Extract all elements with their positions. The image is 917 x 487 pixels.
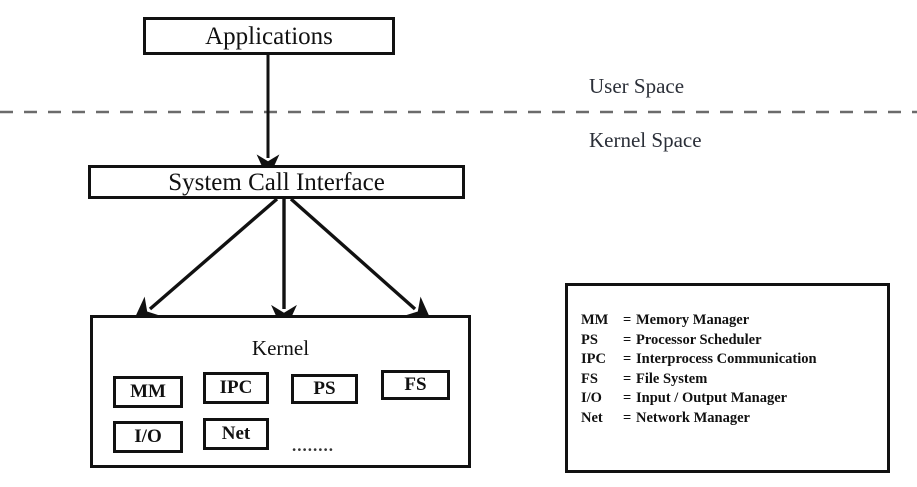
arrow-sci-to-kernel-right: [289, 197, 434, 326]
kernel-module-ipc: IPC: [203, 372, 269, 404]
kernel-module-label: PS: [313, 378, 336, 399]
legend-description: Network Manager: [636, 409, 750, 426]
legend-description: Memory Manager: [636, 312, 750, 328]
applications-box: Applications: [143, 17, 395, 55]
legend-equals-sign: =: [623, 390, 632, 406]
legend-abbreviation: Net: [581, 409, 603, 426]
kernel-module-label: Net: [221, 423, 251, 444]
legend-abbreviation: MM: [581, 312, 609, 328]
kernel-module-fs: FS: [381, 370, 450, 400]
kernel-module-mm: MM: [113, 376, 183, 408]
legend-abbreviation: IPC: [581, 351, 606, 367]
kernel-module-label: MM: [130, 381, 166, 402]
kernel-module-net: Net: [203, 418, 269, 450]
user-space-label: User Space: [589, 74, 685, 98]
legend-abbreviation: PS: [581, 331, 598, 348]
system-call-interface-label: System Call Interface: [168, 168, 385, 196]
system-call-interface-box: System Call Interface: [88, 165, 465, 199]
legend-row: Net =Network Manager: [581, 410, 817, 430]
kernel-modules-ellipsis: ........: [292, 436, 334, 455]
kernel-label: Kernel: [251, 336, 310, 360]
legend-equals-sign: =: [623, 312, 632, 328]
legend-equals-sign: =: [623, 370, 632, 387]
kernel-module-label: FS: [404, 374, 427, 395]
kernel-space-label: Kernel Space: [589, 128, 702, 152]
legend-equals-sign: =: [623, 409, 632, 426]
legend-description: Processor Scheduler: [636, 331, 762, 348]
legend-description: File System: [636, 370, 708, 387]
applications-label: Applications: [205, 22, 333, 50]
kernel-module-label: I/O: [134, 426, 162, 447]
arrow-sci-to-kernel-left: [131, 197, 279, 326]
legend-row: I/O =Input / Output Manager: [581, 390, 817, 410]
legend-abbreviation: FS: [581, 370, 598, 387]
legend-abbreviation: I/O: [581, 390, 602, 406]
legend-description: Input / Output Manager: [636, 390, 788, 406]
legend-description: Interprocess Communication: [636, 351, 817, 367]
kernel-module-ps: PS: [291, 374, 358, 404]
kernel-box: Kernel MM IPC PS FS I/O Net: [90, 315, 471, 468]
legend-equals-sign: =: [623, 331, 632, 348]
kernel-module-io: I/O: [113, 421, 183, 453]
kernel-module-label: IPC: [219, 377, 253, 398]
legend-row: FS =File System: [581, 371, 817, 391]
legend-row: MM =Memory Manager: [581, 312, 817, 332]
legend-equals-sign: =: [623, 351, 632, 367]
legend-row: IPC =Interprocess Communication: [581, 351, 817, 371]
legend-row: PS =Processor Scheduler: [581, 332, 817, 352]
